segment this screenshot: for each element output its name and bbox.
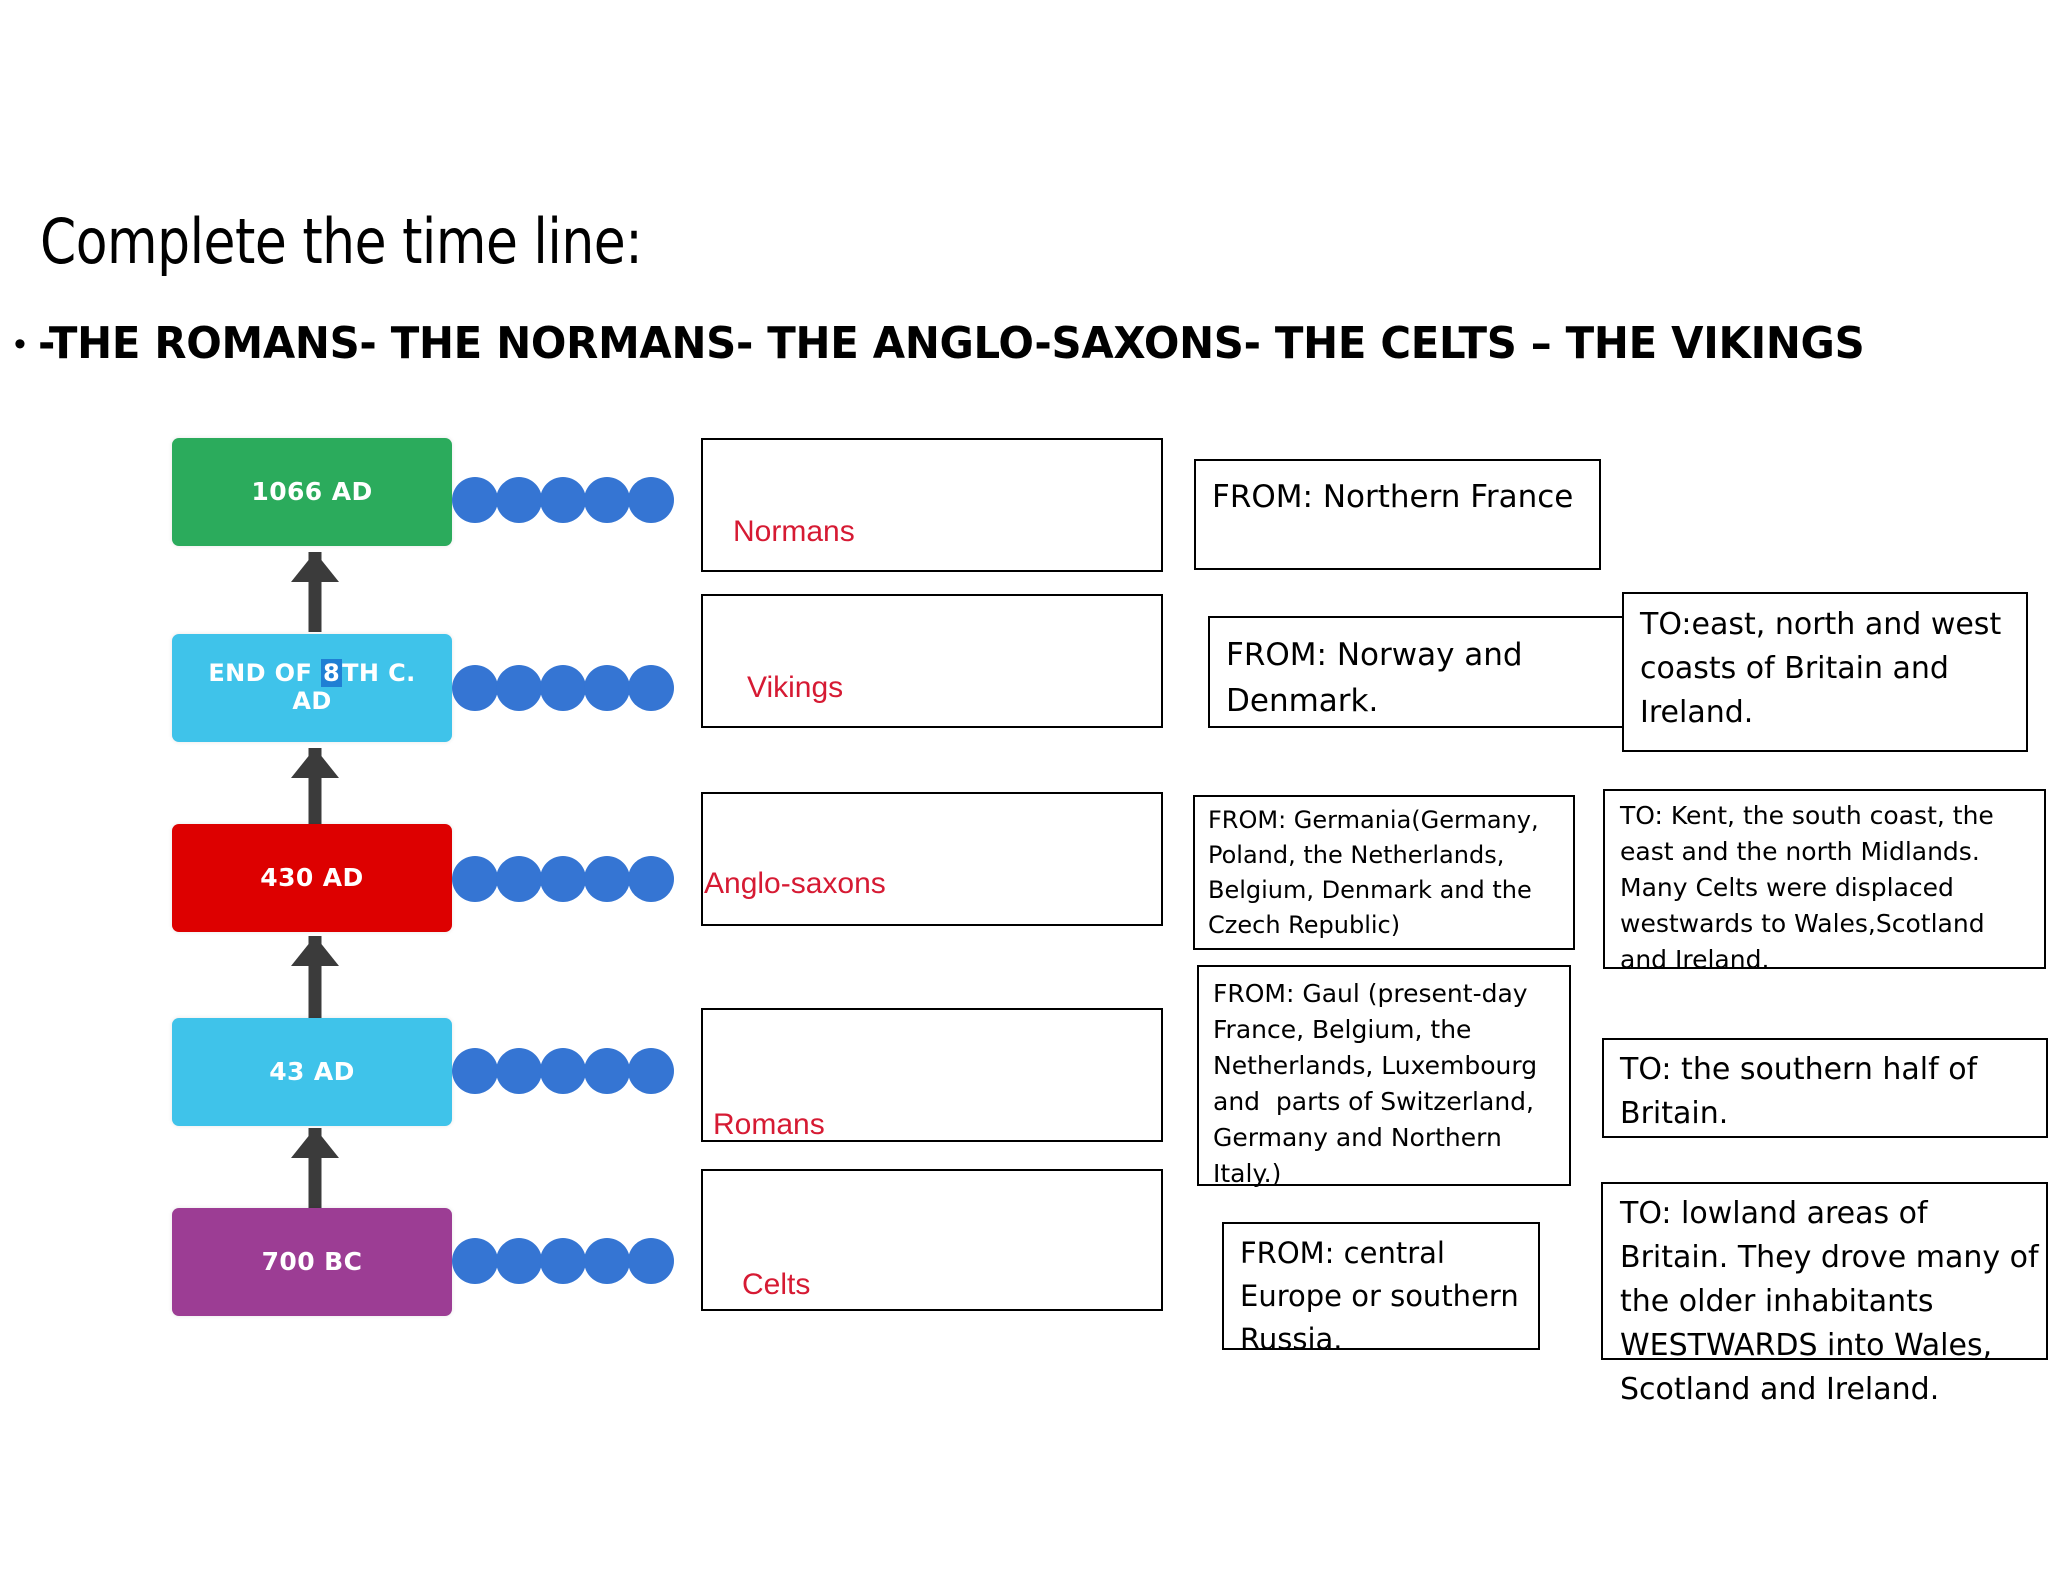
people-box-normans[interactable]: [701, 438, 1163, 572]
bead: [628, 665, 674, 711]
timeline-date-celts: 700 BC: [261, 1246, 363, 1276]
timeline-block-anglo-saxons[interactable]: 430 AD: [172, 824, 452, 932]
bead-row-anglo-saxons: [452, 856, 674, 902]
timeline-block-normans[interactable]: 1066 AD: [172, 438, 452, 546]
people-label-vikings: Vikings: [747, 671, 844, 704]
bullet-marker: •: [14, 325, 26, 363]
bullet-line: • -THE ROMANS- THE NORMANS- THE ANGLO-SA…: [14, 318, 1960, 370]
from-text-normans: FROM: Northern France: [1212, 479, 1574, 515]
bead: [584, 1048, 630, 1094]
to-text-anglo-saxons: TO: Kent, the south coast, the east and …: [1620, 801, 2002, 974]
bead: [584, 665, 630, 711]
from-box-celts[interactable]: [1222, 1222, 1540, 1350]
bead: [628, 856, 674, 902]
from-box-vikings[interactable]: [1208, 616, 1628, 728]
arrow-head-icon: [291, 1128, 339, 1158]
bead-row-normans: [452, 477, 674, 523]
from-text-romans: FROM: Gaul (present-day France, Belgium,…: [1213, 979, 1546, 1188]
from-box-anglo-saxons[interactable]: [1193, 795, 1575, 950]
timeline-date-vikings-line2: AD: [292, 687, 332, 715]
bullet-text: -THE ROMANS- THE NORMANS- THE ANGLO-SAXO…: [37, 318, 1865, 369]
people-label-normans: Normans: [733, 515, 855, 548]
timeline-block-romans[interactable]: 43 AD: [172, 1018, 452, 1126]
timeline-date-vikings-part1: END OF: [208, 659, 322, 688]
timeline-block-vikings[interactable]: END OF 8TH C. AD: [172, 634, 452, 742]
timeline-arrow-up: [285, 936, 345, 1018]
bead: [496, 477, 542, 523]
bead: [452, 665, 498, 711]
bead: [496, 665, 542, 711]
from-box-romans[interactable]: [1197, 965, 1571, 1186]
bead: [496, 1238, 542, 1284]
bead-row-vikings: [452, 665, 674, 711]
bead: [584, 1238, 630, 1284]
to-text-romans: TO: the southern half of Britain.: [1620, 1052, 1987, 1131]
timeline-date-vikings: END OF 8TH C. AD: [208, 659, 416, 715]
from-text-celts: FROM: central Europe or southern Russia.: [1240, 1236, 1528, 1356]
timeline-date-normans: 1066 AD: [251, 476, 373, 506]
bead: [584, 856, 630, 902]
to-box-vikings[interactable]: [1622, 592, 2028, 752]
bead: [452, 1238, 498, 1284]
bead: [540, 477, 586, 523]
bead: [452, 856, 498, 902]
page-title: Complete the time line:: [40, 205, 643, 278]
bead: [452, 477, 498, 523]
arrow-head-icon: [291, 748, 339, 778]
bead-row-celts: [452, 1238, 674, 1284]
people-label-romans: Romans: [713, 1108, 825, 1141]
bead: [540, 856, 586, 902]
bead: [496, 856, 542, 902]
arrow-head-icon: [291, 936, 339, 966]
timeline-arrow-up: [285, 1128, 345, 1210]
bead: [628, 1238, 674, 1284]
timeline-arrow-up: [285, 748, 345, 828]
timeline-block-celts[interactable]: 700 BC: [172, 1208, 452, 1316]
bead: [540, 1238, 586, 1284]
from-text-vikings: FROM: Norway and Denmark.: [1226, 637, 1533, 719]
bead: [540, 665, 586, 711]
bead: [540, 1048, 586, 1094]
arrow-head-icon: [291, 552, 339, 582]
bead: [452, 1048, 498, 1094]
from-box-normans[interactable]: [1194, 459, 1601, 570]
to-text-vikings: TO:east, north and west coasts of Britai…: [1640, 607, 2011, 730]
people-box-anglo-saxons[interactable]: [701, 792, 1163, 926]
people-box-romans[interactable]: [701, 1008, 1163, 1142]
bead: [628, 477, 674, 523]
timeline-arrow-up: [285, 552, 345, 632]
from-text-anglo-saxons: FROM: Germania(Germany, Poland, the Neth…: [1208, 806, 1547, 939]
timeline-date-anglo-saxons: 430 AD: [260, 862, 364, 892]
people-box-vikings[interactable]: [701, 594, 1163, 728]
people-label-anglo-saxons: Anglo-saxons: [704, 867, 886, 900]
bead: [628, 1048, 674, 1094]
people-box-celts[interactable]: [701, 1169, 1163, 1311]
to-box-anglo-saxons[interactable]: [1603, 789, 2046, 969]
bead: [496, 1048, 542, 1094]
timeline-date-vikings-part2: TH C.: [342, 659, 416, 688]
timeline-date-vikings-highlight: 8: [321, 659, 343, 688]
timeline-date-romans: 43 AD: [269, 1056, 355, 1086]
to-box-romans[interactable]: [1602, 1038, 2048, 1138]
to-text-celts: TO: lowland areas of Britain. They drove…: [1620, 1196, 2039, 1407]
bead: [584, 477, 630, 523]
people-label-celts: Celts: [742, 1268, 811, 1301]
bead-row-romans: [452, 1048, 674, 1094]
to-box-celts[interactable]: [1601, 1182, 2048, 1360]
